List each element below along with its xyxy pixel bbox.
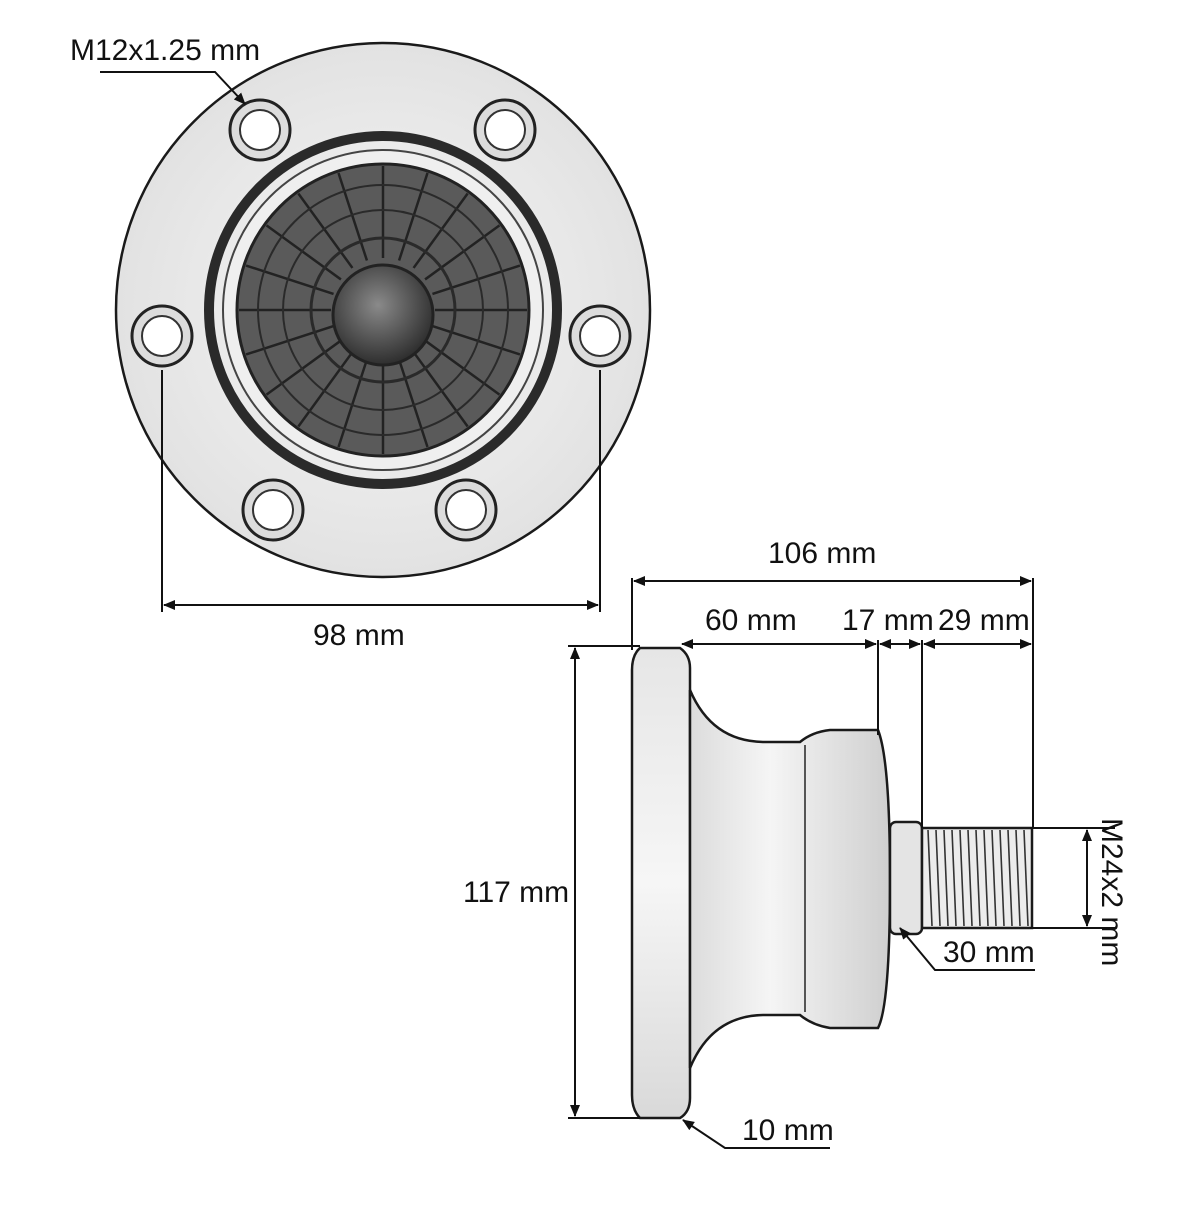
bolt-hole: [228, 98, 292, 162]
jaw-divider: [412, 192, 469, 269]
thread-line: [951, 829, 957, 927]
shank-diameter-label: 30 mm: [943, 936, 1035, 969]
jaw-divider: [397, 359, 429, 448]
bolt-thread-label: M12x1.25 mm: [70, 34, 260, 67]
collet-jaws: [239, 166, 527, 454]
jaw-divider: [337, 172, 369, 261]
jaw-divider: [337, 359, 369, 448]
jaw-divider: [424, 339, 501, 396]
thread-line: [935, 829, 941, 927]
jaw-divider: [297, 351, 354, 428]
jaw-divider: [432, 264, 521, 296]
collet-ring: [309, 236, 457, 384]
jaw-ring: [257, 184, 509, 436]
jaw-divider: [245, 324, 334, 356]
chuck-body-side: [688, 689, 892, 1069]
jaw-divider: [432, 324, 521, 356]
flange-thickness-label: 10 mm: [742, 1114, 834, 1147]
thread-lines: [927, 829, 1029, 927]
thread-line: [1007, 829, 1013, 927]
thread-line: [1023, 829, 1029, 927]
thread-line: [959, 829, 965, 927]
collar-length-label: 17 mm: [842, 604, 934, 637]
shank-diameter-leader: [899, 927, 1035, 971]
flange-side: [630, 646, 692, 1120]
bolt-hole: [434, 478, 498, 542]
thread-length-label: 29 mm: [938, 604, 1030, 637]
bolt-holes: [130, 98, 632, 542]
thread-line: [983, 829, 989, 927]
bolt-circle-label: 98 mm: [313, 619, 405, 652]
thread-line: [991, 829, 997, 927]
shank: [888, 820, 924, 936]
front-view: M12x1.25 mm 98 mm: [70, 34, 652, 652]
bolt-hole: [130, 304, 194, 368]
spindle-thread-label: M24x2 mm: [1095, 818, 1128, 966]
jaw-divider: [265, 339, 342, 396]
jaw-divider: [412, 351, 469, 428]
jaw-ring: [282, 209, 484, 411]
thread-line: [999, 829, 1005, 927]
thread-line: [967, 829, 973, 927]
oring-outer: [204, 131, 562, 489]
bolt-hole: [473, 98, 537, 162]
jaw-divider: [265, 224, 342, 281]
jaw-divider: [297, 192, 354, 269]
center-nose: [331, 263, 435, 367]
thread-line: [943, 829, 949, 927]
bolt-hole: [568, 304, 632, 368]
overall-length-label: 106 mm: [768, 537, 876, 570]
flange-diameter-label: 117 mm: [463, 876, 569, 909]
thread-line: [1015, 829, 1021, 927]
thread-line: [927, 829, 933, 927]
side-view: 106 mm 60 mm 17 mm 29 mm 117 mm 10 mm 30…: [463, 537, 1128, 1149]
jaw-divider: [424, 224, 501, 281]
body-length-label: 60 mm: [705, 604, 797, 637]
flange-thickness-leader: [682, 1119, 830, 1149]
thread-line: [975, 829, 981, 927]
jaw-divider: [397, 172, 429, 261]
bolt-hole: [241, 478, 305, 542]
jaw-divider: [245, 264, 334, 296]
bolt-thread-leader: [100, 71, 246, 105]
